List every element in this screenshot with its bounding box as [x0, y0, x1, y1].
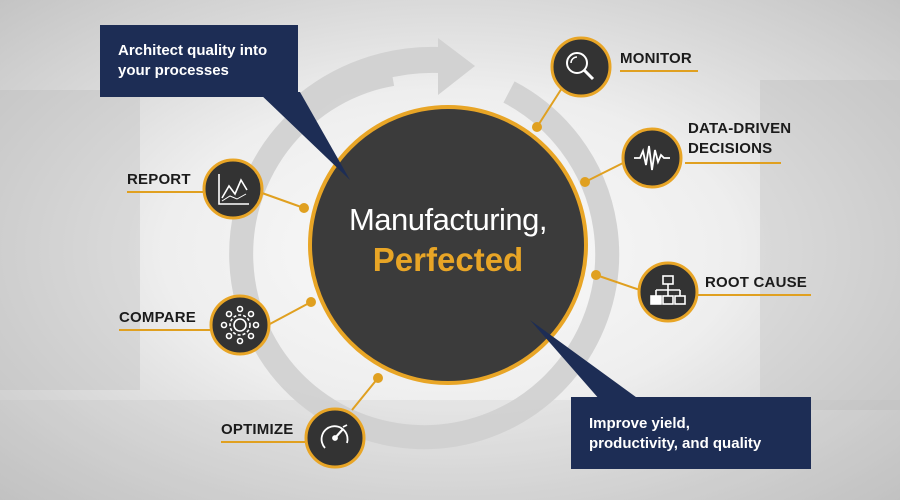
callout-top-left-line1: Architect quality into — [118, 42, 268, 59]
underline-monitor — [620, 70, 698, 72]
connector-optimize — [351, 377, 379, 411]
cycle-arrowhead — [438, 38, 475, 95]
callout-top-left-box — [100, 25, 298, 97]
connector-monitor — [536, 87, 563, 128]
node-root-cause — [637, 261, 699, 323]
connector-report — [261, 192, 305, 209]
callout-top-left-line2: your processes — [118, 62, 229, 79]
callout-top-left-pointer — [258, 92, 350, 180]
underline-data-driven — [685, 162, 781, 164]
label-report: REPORT — [127, 171, 191, 188]
background-texture — [760, 80, 900, 410]
background-texture — [0, 90, 140, 390]
speedometer-icon — [320, 424, 349, 449]
node-report — [202, 158, 264, 220]
label-data-driven-line2: DECISIONS — [688, 140, 773, 157]
label-data-driven-line1: DATA-DRIVEN — [688, 120, 792, 137]
callout-bottom-right-pointer — [530, 320, 640, 400]
callout-top-left: Architect quality into your processes — [118, 41, 267, 81]
waveform-icon — [634, 145, 670, 171]
line-chart-icon — [218, 174, 249, 205]
callout-bottom-right: Improve yield, productivity, and quality — [589, 414, 761, 454]
connector-compare — [267, 301, 312, 326]
underline-report — [127, 191, 203, 193]
magnifier-icon — [566, 52, 595, 81]
node-data-driven — [621, 127, 683, 189]
callout-bottom-right-line1: Improve yield, — [589, 415, 690, 432]
center-title-line2: Perfected — [372, 241, 524, 278]
label-optimize: OPTIMIZE — [221, 421, 294, 438]
underline-root-cause — [698, 294, 811, 296]
label-data-driven: DATA-DRIVEN DECISIONS — [688, 119, 791, 159]
node-optimize — [304, 407, 366, 469]
label-root-cause: ROOT CAUSE — [705, 274, 808, 291]
callout-bottom-right-box — [571, 397, 811, 469]
connector-data-driven — [584, 161, 626, 183]
callout-bottom-right-line2: productivity, and quality — [589, 435, 762, 452]
label-compare: COMPARE — [119, 309, 196, 326]
connector-root-cause — [595, 274, 641, 291]
cycle-arrow-band — [291, 46, 441, 120]
label-monitor: MONITOR — [620, 50, 692, 67]
hierarchy-icon — [650, 275, 686, 305]
underline-optimize — [221, 441, 305, 443]
center-title-line1: Manufacturing, — [348, 202, 548, 237]
center-circle — [308, 105, 588, 385]
underline-compare — [119, 329, 210, 331]
node-compare — [209, 294, 271, 356]
cycle-ring — [229, 62, 620, 450]
node-monitor — [550, 36, 612, 98]
gear-network-icon — [220, 305, 260, 345]
